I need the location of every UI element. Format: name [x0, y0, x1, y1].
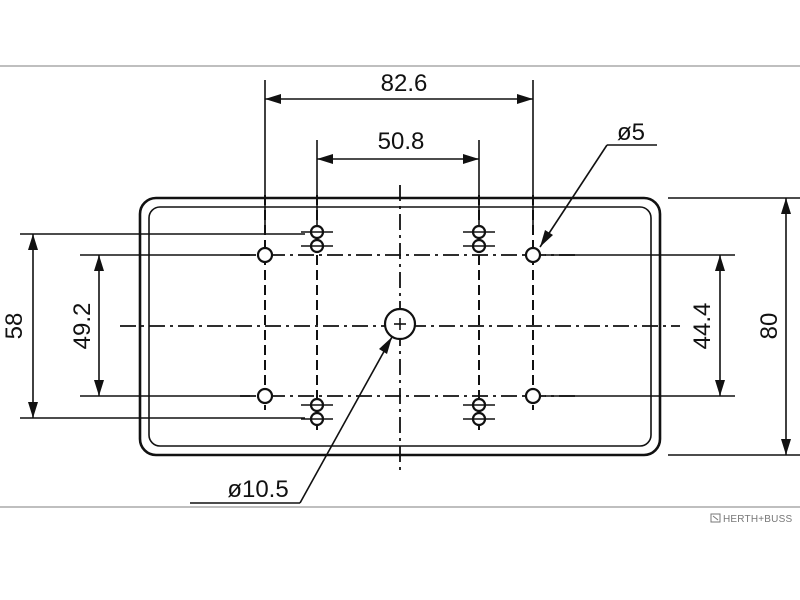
dimension-center-hole: ø10.5 [190, 336, 393, 504]
dimension-58-label: 58 [1, 313, 28, 340]
dimension-80-label: 80 [756, 313, 783, 340]
dimension-58: 58 [1, 233, 305, 419]
slotted-mounting-holes [301, 224, 495, 427]
center-hole [383, 307, 417, 341]
dimension-50-8: 50.8 [316, 128, 480, 225]
dimension-82-6: 82.6 [264, 70, 534, 225]
dimension-44-4: 44.4 [545, 254, 735, 397]
dimension-50-8-label: 50.8 [378, 128, 425, 155]
dimension-small-hole-label: ø5 [617, 119, 645, 146]
herth-buss-logo-text: HERTH+BUSS [723, 514, 792, 525]
herth-buss-logo: HERTH+BUSS [710, 513, 792, 525]
dimension-49-2-label: 49.2 [69, 303, 96, 350]
herth-buss-logo-icon [710, 513, 721, 523]
dimension-small-hole: ø5 [539, 119, 657, 248]
center-lines [120, 185, 680, 470]
dimension-80: 80 [668, 197, 800, 456]
dimension-44-4-label: 44.4 [689, 303, 716, 350]
small-mounting-holes [256, 246, 542, 405]
dimension-82-6-label: 82.6 [381, 70, 428, 97]
dimension-49-2: 49.2 [69, 254, 250, 397]
dimension-center-hole-label: ø10.5 [227, 476, 288, 503]
